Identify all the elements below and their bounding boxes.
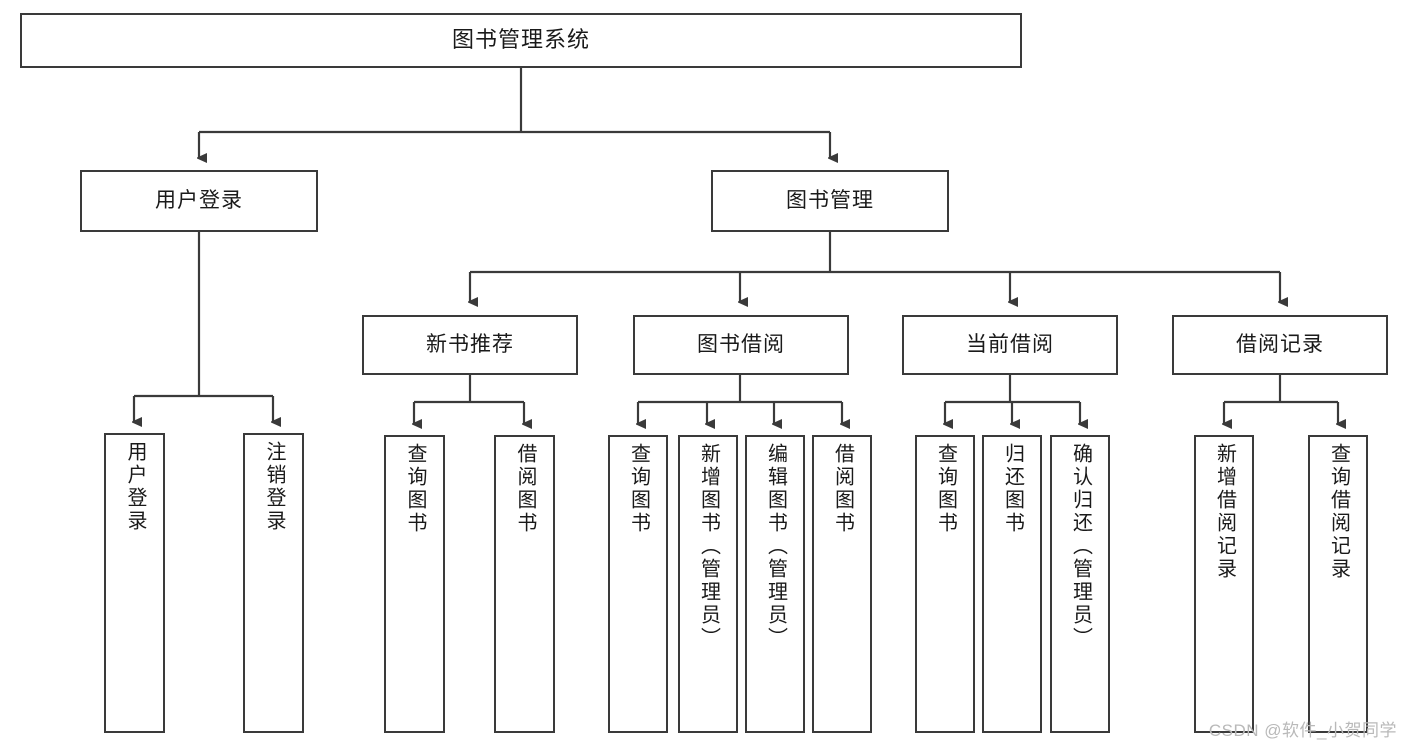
node-label: 借阅图书 — [831, 443, 854, 535]
leaf-book-borrow-edit-book-admin[interactable]: 编辑图书（管理员） — [745, 435, 805, 733]
node-borrow-record[interactable]: 借阅记录 — [1172, 315, 1388, 375]
leaf-borrow-record-add-record[interactable]: 新增借阅记录 — [1194, 435, 1254, 733]
csdn-watermark: CSDN @软件_小贺同学 — [1208, 721, 1397, 740]
node-label: 查询图书 — [934, 443, 957, 535]
node-label: 借阅记录 — [1236, 333, 1324, 357]
leaf-user-login-logout[interactable]: 注销登录 — [243, 433, 304, 733]
leaf-current-borrow-query-book[interactable]: 查询图书 — [915, 435, 975, 733]
leaf-user-login-login[interactable]: 用户登录 — [104, 433, 165, 733]
node-label: 查询图书 — [627, 443, 650, 535]
node-label: 当前借阅 — [966, 333, 1054, 357]
node-user-login[interactable]: 用户登录 — [80, 170, 318, 232]
node-label: 新增借阅记录 — [1213, 443, 1236, 581]
node-book-borrow[interactable]: 图书借阅 — [633, 315, 849, 375]
node-label: 用户登录 — [124, 441, 146, 533]
leaf-current-borrow-return-book[interactable]: 归还图书 — [982, 435, 1042, 733]
node-label: 新书推荐 — [426, 333, 514, 357]
node-label: 查询图书 — [404, 443, 426, 535]
leaf-new-book-query-book[interactable]: 查询图书 — [384, 435, 445, 733]
leaf-current-borrow-confirm-return-admin[interactable]: 确认归还（管理员） — [1050, 435, 1110, 733]
node-label: 图书管理 — [786, 189, 874, 213]
node-new-book-recommend[interactable]: 新书推荐 — [362, 315, 578, 375]
node-label: 图书管理系统 — [451, 27, 590, 53]
node-root-book-management-system[interactable]: 图书管理系统 — [20, 13, 1022, 68]
node-label: 归还图书 — [1001, 443, 1024, 535]
leaf-book-borrow-borrow-book[interactable]: 借阅图书 — [812, 435, 872, 733]
leaf-new-book-borrow-book[interactable]: 借阅图书 — [494, 435, 555, 733]
node-label: 编辑图书（管理员） — [764, 443, 787, 650]
leaf-book-borrow-add-book-admin[interactable]: 新增图书（管理员） — [678, 435, 738, 733]
node-book-management[interactable]: 图书管理 — [711, 170, 949, 232]
node-label: 新增图书（管理员） — [697, 443, 720, 650]
node-label: 确认归还（管理员） — [1069, 443, 1092, 650]
node-label: 借阅图书 — [514, 443, 536, 535]
node-label: 图书借阅 — [697, 333, 785, 357]
leaf-book-borrow-query-book[interactable]: 查询图书 — [608, 435, 668, 733]
node-label: 注销登录 — [263, 441, 285, 533]
node-current-borrow[interactable]: 当前借阅 — [902, 315, 1118, 375]
node-label: 查询借阅记录 — [1327, 443, 1350, 581]
leaf-borrow-record-query-record[interactable]: 查询借阅记录 — [1308, 435, 1368, 733]
node-label: 用户登录 — [155, 189, 243, 213]
